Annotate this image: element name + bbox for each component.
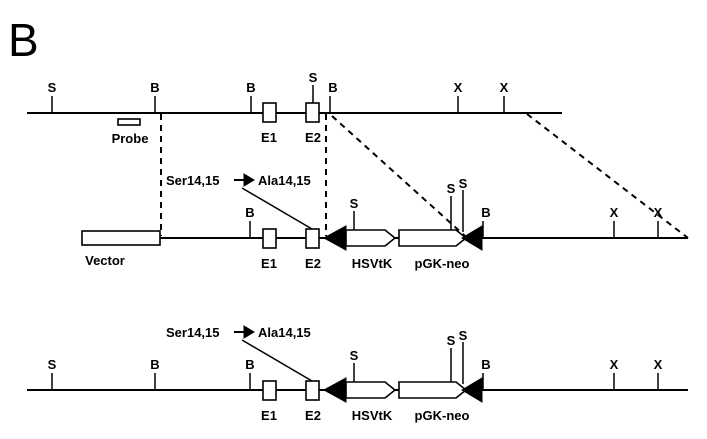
site-x: X [610, 357, 619, 372]
homology-dash-diagonal-2 [526, 113, 689, 239]
targeting-vector: Vector B S S S B X X E1 E2 HSVtK pGK-neo… [81, 173, 688, 271]
probe-label: Probe [112, 131, 149, 146]
exon-e2 [305, 380, 320, 401]
hsvtk-label: HSVtK [352, 256, 393, 271]
mutation-pointer [241, 339, 313, 382]
site-b: B [245, 357, 254, 372]
site-s: S [459, 176, 468, 191]
site-s: S [447, 181, 456, 196]
mutation-from-label: Ser14,15 [166, 325, 220, 340]
site-s: S [48, 357, 57, 372]
site-b: B [150, 80, 159, 95]
site-s: S [350, 348, 359, 363]
pgk-neo-cassette [398, 381, 468, 399]
site-s: S [48, 80, 57, 95]
vector-box [81, 230, 161, 246]
hsvtk-label: HSVtK [352, 408, 393, 423]
site-s: S [350, 196, 359, 211]
mutation-arrow-icon [243, 173, 255, 187]
exon-e1-label: E1 [261, 256, 277, 271]
site-x: X [654, 205, 663, 220]
exon-e2 [305, 228, 320, 249]
exon-e1-label: E1 [261, 408, 277, 423]
lox-triangle-left [322, 377, 347, 403]
hsvtk-cassette [345, 381, 397, 399]
site-b: B [246, 80, 255, 95]
exon-e2-label: E2 [305, 256, 321, 271]
homology-dash-diagonal-1 [331, 115, 466, 237]
lox-triangle-left [322, 225, 347, 251]
hsvtk-cassette [345, 229, 397, 247]
pgk-neo-label: pGK-neo [415, 256, 470, 271]
mutation-arrow-icon [243, 325, 255, 339]
site-b: B [245, 205, 254, 220]
mutation-to-label: Ala14,15 [258, 325, 311, 340]
exon-e1 [262, 228, 277, 249]
lox-triangle-right [461, 225, 483, 251]
site-b: B [328, 80, 337, 95]
exon-e2-label: E2 [305, 408, 321, 423]
site-b: B [150, 357, 159, 372]
site-b: B [481, 357, 490, 372]
targeted-allele: S B B S S S B X X E1 E2 HSVtK pGK-neo Se… [27, 325, 688, 423]
exon-e2 [305, 102, 320, 123]
panel-label: B [8, 14, 39, 66]
site-x: X [500, 80, 509, 95]
mutation-to-label: Ala14,15 [258, 173, 311, 188]
exon-e1 [262, 380, 277, 401]
vector-label: Vector [85, 253, 125, 268]
site-x: X [454, 80, 463, 95]
site-s: S [447, 333, 456, 348]
exon-e1 [262, 102, 277, 123]
lox-triangle-right [461, 377, 483, 403]
mutation-pointer [241, 187, 313, 230]
pgk-neo-cassette [398, 229, 468, 247]
exon-e2-label: E2 [305, 130, 321, 145]
mutation-from-label: Ser14,15 [166, 173, 220, 188]
site-s: S [459, 328, 468, 343]
wildtype-locus: S B B S B X X E1 E2 Probe [27, 70, 562, 146]
homology-lines [160, 113, 689, 239]
site-s: S [309, 70, 318, 85]
probe-box [117, 118, 141, 126]
site-x: X [654, 357, 663, 372]
site-x: X [610, 205, 619, 220]
exon-e1-label: E1 [261, 130, 277, 145]
pgk-neo-label: pGK-neo [415, 408, 470, 423]
site-b: B [481, 205, 490, 220]
